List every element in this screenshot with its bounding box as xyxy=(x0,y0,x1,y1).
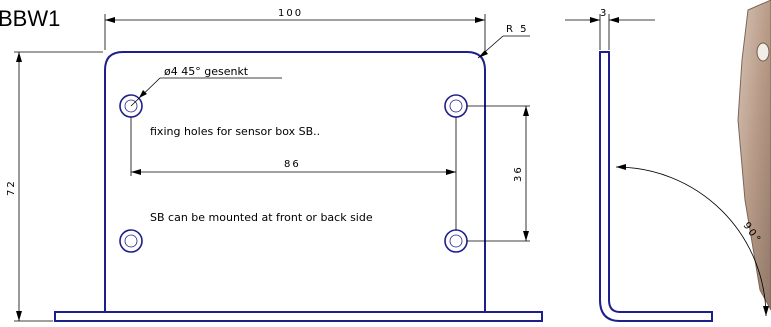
dimension-radius-label: R 5 xyxy=(506,24,529,35)
hole-top-right xyxy=(444,94,468,118)
dimension-width-label: 100 xyxy=(278,8,303,19)
mounting-note: SB can be mounted at front or back side xyxy=(150,211,373,224)
dimension-height-label: 72 xyxy=(6,179,17,196)
fixing-holes-note: fixing holes for sensor box SB.. xyxy=(150,125,320,138)
dimension-height: 72 xyxy=(6,51,103,322)
dimension-width: 100 xyxy=(104,8,486,50)
drawing-title: BBW1 xyxy=(0,6,60,31)
dimension-hole-spacing-y-label: 36 xyxy=(513,165,524,182)
dimension-thickness: 3 xyxy=(565,8,655,50)
dimension-hole-spacing-x-label: 86 xyxy=(284,159,301,170)
dimension-hole-spacing-x: 86 xyxy=(130,117,457,230)
hole-spec-callout: ø4 45° gesenkt xyxy=(130,65,282,107)
product-photo-fragment xyxy=(737,0,771,311)
hole-bottom-right xyxy=(444,229,468,253)
side-view-outline xyxy=(599,51,713,322)
plate-outline xyxy=(104,51,486,312)
dimension-hole-spacing-y: 36 xyxy=(467,105,530,242)
base-flange xyxy=(54,311,543,322)
dimension-thickness-label: 3 xyxy=(600,8,608,19)
hole-bottom-left xyxy=(119,229,143,253)
dimension-radius: R 5 xyxy=(477,24,530,59)
hole-spec-label: ø4 45° gesenkt xyxy=(164,65,249,78)
